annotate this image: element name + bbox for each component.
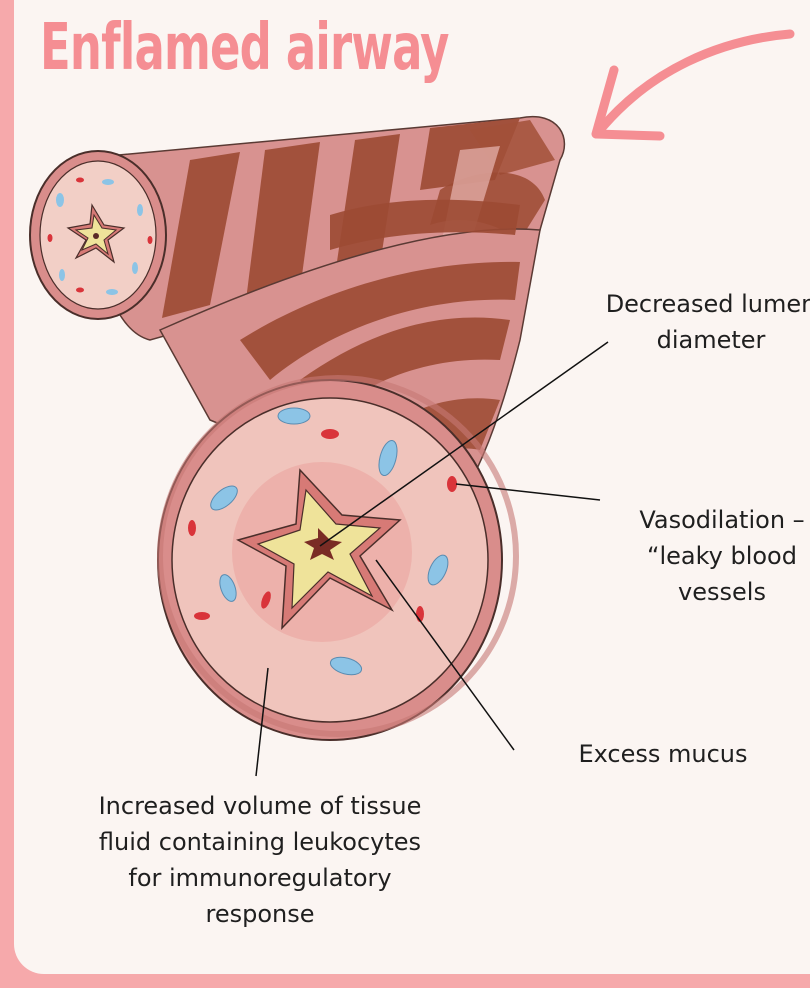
label-tissue-fluid: Increased volume of tissue fluid contain… xyxy=(50,788,470,932)
label-vasodilation: Vasodilation – “leaky blood vessels xyxy=(592,502,810,610)
label-decreased-lumen: Decreased lumen diameter xyxy=(566,286,810,358)
small-cross-section xyxy=(30,151,166,319)
label-line: response xyxy=(50,896,470,932)
label-line: “leaky blood xyxy=(592,538,810,574)
label-line: Decreased lumen xyxy=(566,286,810,322)
label-excess-mucus: Excess mucus xyxy=(548,736,778,772)
label-line: for immunoregulatory xyxy=(50,860,470,896)
label-line: fluid containing leukocytes xyxy=(50,824,470,860)
label-line: Increased volume of tissue xyxy=(50,788,470,824)
curved-arrow-icon xyxy=(596,34,790,136)
label-line: vessels xyxy=(592,574,810,610)
large-cross-section xyxy=(158,378,516,740)
page-title: Enflamed airway xyxy=(40,10,449,86)
label-line: Vasodilation – xyxy=(592,502,810,538)
label-line: diameter xyxy=(566,322,810,358)
